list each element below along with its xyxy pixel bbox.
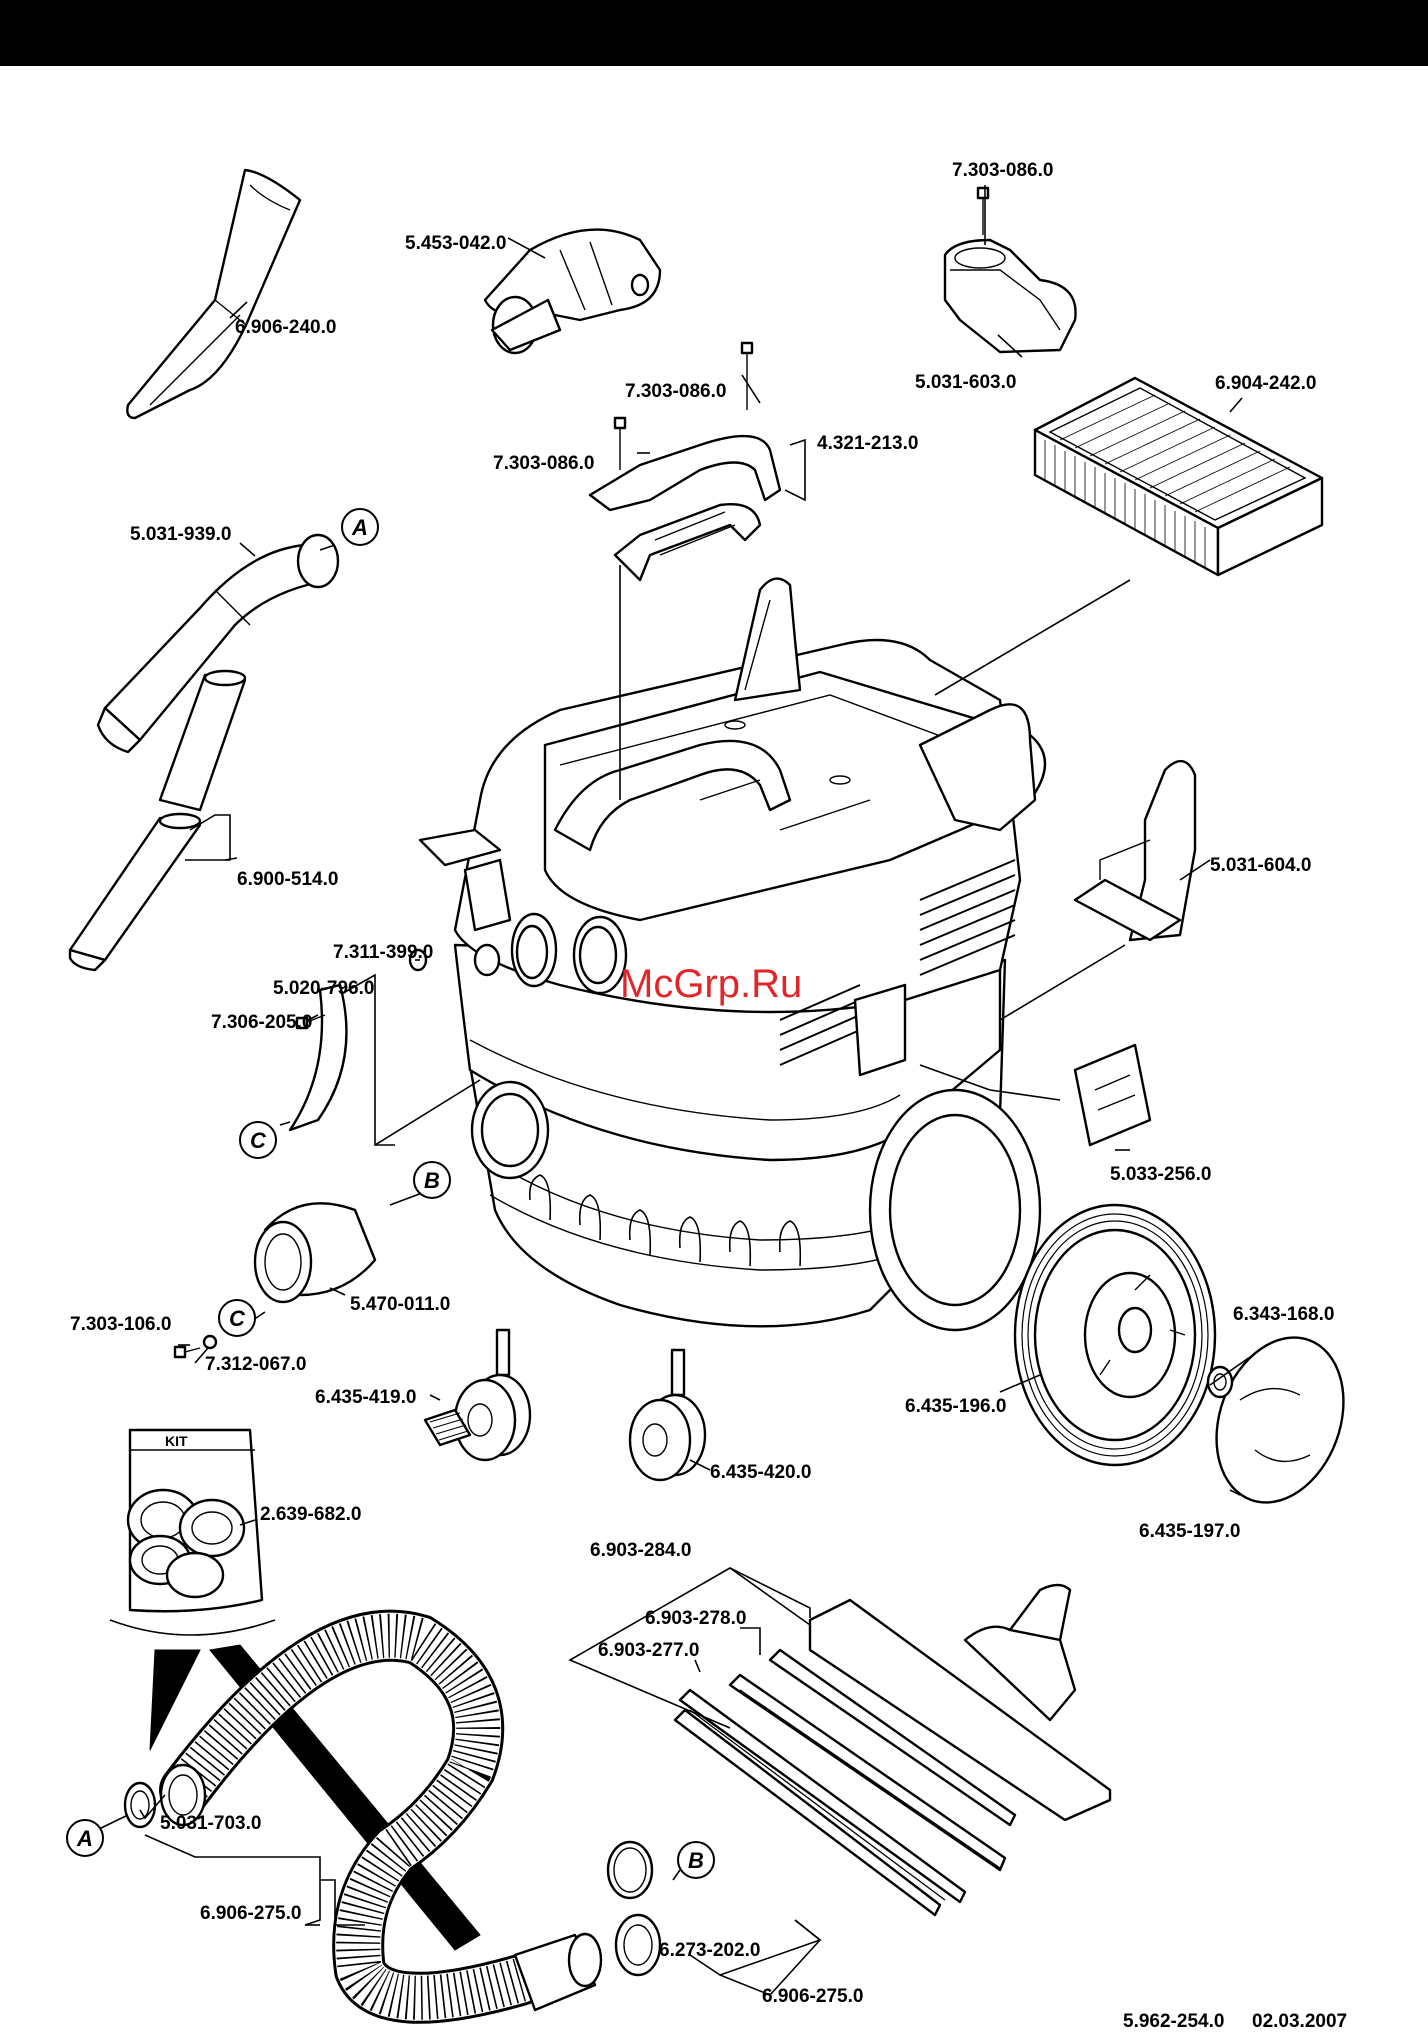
label-7303086-mid: 7.303-086.0 — [625, 381, 726, 402]
label-7311399: 7.311-399.0 — [333, 942, 433, 963]
label-2639682: 2.639-682.0 — [260, 1504, 361, 1525]
seal-ring-drawing — [606, 1840, 654, 1900]
label-6343168: 6.343-168.0 — [1233, 1304, 1334, 1325]
label-6435196: 6.435-196.0 — [905, 1396, 1006, 1417]
label-6273202: 6.273-202.0 — [659, 1940, 760, 1961]
top-black-bar — [0, 0, 1428, 66]
suction-hose-drawing — [123, 1609, 662, 2024]
footer-doc-number: 5.962-254.0 — [1123, 2011, 1224, 2032]
callout-a-bottom: A — [66, 1819, 104, 1857]
hubcap-drawing — [1206, 1336, 1345, 1504]
leader-lines — [96, 185, 1261, 1996]
callout-b-mid: B — [413, 1161, 451, 1199]
svg-text:C: C — [229, 1306, 246, 1331]
label-6903284: 6.903-284.0 — [590, 1540, 691, 1561]
label-7312067: 7.312-067.0 — [205, 1354, 306, 1375]
crevice-nozzle-drawing — [126, 168, 302, 420]
label-6435197: 6.435-197.0 — [1139, 1521, 1240, 1542]
accessory-holders-drawing — [1073, 760, 1197, 1147]
label-5020796: 5.020-796.0 — [273, 978, 374, 999]
label-6906240: 6.906-240.0 — [235, 317, 336, 338]
label-6906275-left: 6.906-275.0 — [200, 1903, 301, 1924]
hose-clip-drawing — [943, 186, 1077, 354]
label-7303086-left: 7.303-086.0 — [493, 453, 594, 474]
clamp-screws-drawing — [288, 948, 428, 1132]
label-6900514: 6.900-514.0 — [237, 869, 338, 890]
label-7306205: 7.306-205.0 — [211, 1012, 312, 1033]
label-6435419: 6.435-419.0 — [315, 1387, 416, 1408]
svg-text:A: A — [76, 1826, 93, 1851]
watermark: McGrp.Ru — [620, 962, 802, 1006]
label-5031939: 5.031-939.0 — [130, 524, 231, 545]
kit-label: KIT — [165, 1433, 188, 1449]
label-5031604: 5.031-604.0 — [1210, 855, 1311, 876]
carry-handle-drawing — [588, 341, 782, 582]
extension-tubes-drawing — [68, 669, 247, 972]
label-5031703: 5.031-703.0 — [160, 1813, 261, 1834]
casters-drawing — [423, 1328, 707, 1482]
callout-b-bottom: B — [677, 1841, 715, 1879]
label-6903278: 6.903-278.0 — [645, 1608, 746, 1629]
svg-text:A: A — [351, 515, 368, 540]
flat-filter-drawing — [1033, 376, 1324, 577]
label-6906275-right: 6.906-275.0 — [762, 1986, 863, 2007]
label-6435420: 6.435-420.0 — [710, 1462, 811, 1483]
hose-adapter-drawing — [173, 1202, 377, 1359]
callout-c-mid: C — [239, 1121, 277, 1159]
label-6904242: 6.904-242.0 — [1215, 373, 1316, 394]
callout-a-top: A — [341, 508, 379, 546]
floor-nozzle-drawing — [673, 1583, 1112, 1917]
label-5031603: 5.031-603.0 — [915, 372, 1016, 393]
label-5453042: 5.453-042.0 — [405, 233, 506, 254]
label-6903277: 6.903-277.0 — [598, 1640, 699, 1661]
label-5470011: 5.470-011.0 — [350, 1294, 450, 1315]
svg-text:B: B — [688, 1848, 704, 1873]
rear-wheels-drawing — [868, 1088, 1217, 1467]
label-7303106: 7.303-106.0 — [70, 1314, 171, 1335]
part-labels: 7.303-086.0 5.453-042.0 6.906-240.0 5.03… — [70, 160, 1334, 2007]
callout-c-left: C — [218, 1299, 256, 1337]
label-4321213: 4.321-213.0 — [817, 433, 918, 454]
svg-text:B: B — [424, 1168, 440, 1193]
label-5033256: 5.033-256.0 — [1110, 1164, 1211, 1185]
cone-adapter-drawing — [483, 228, 662, 355]
footer-date: 02.03.2007 — [1252, 2011, 1347, 2032]
svg-text:C: C — [250, 1128, 267, 1153]
label-7303086-top: 7.303-086.0 — [952, 160, 1053, 181]
